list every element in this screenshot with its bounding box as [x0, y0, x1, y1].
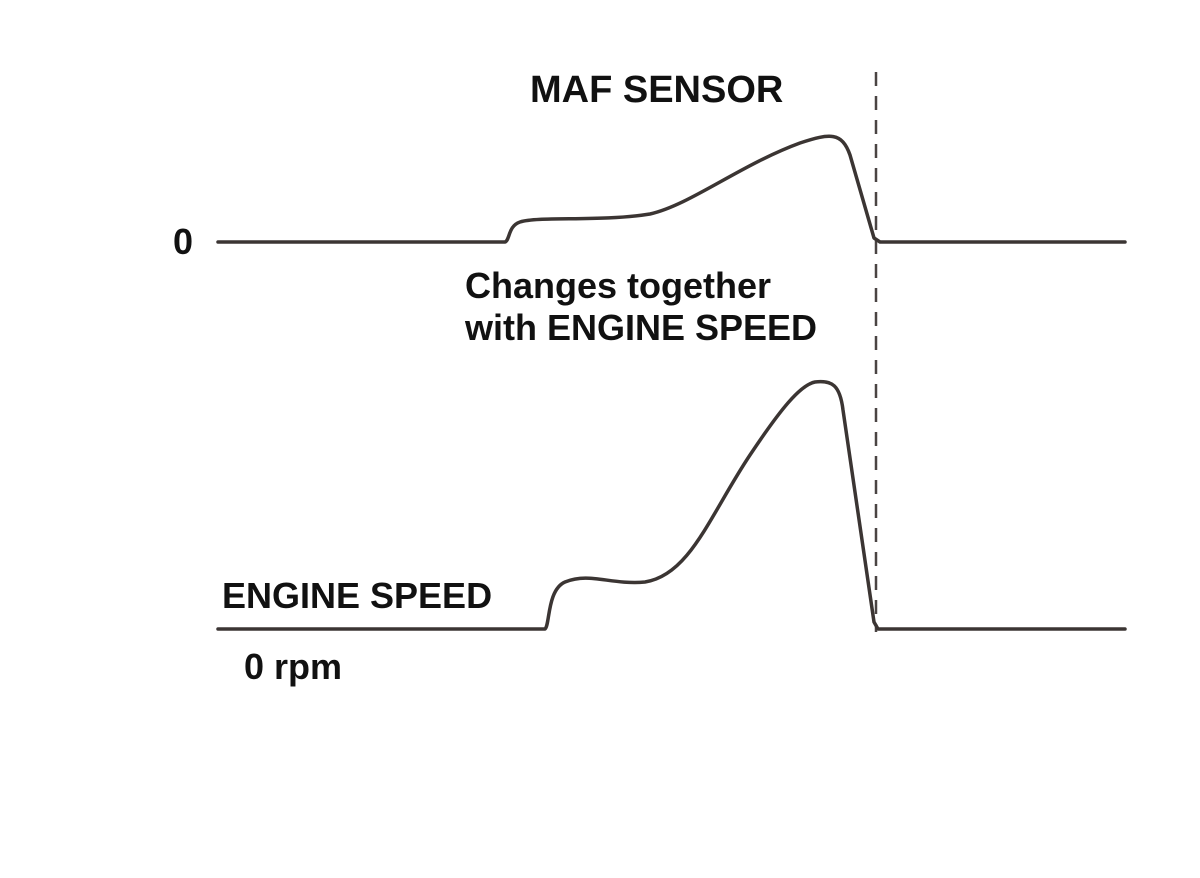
- maf-sensor-trace: [216, 134, 1127, 244]
- maf-sensor-label: MAF SENSOR: [530, 69, 783, 111]
- note-line-1: Changes together: [465, 265, 771, 306]
- engine-speed-trace: [216, 379, 1127, 631]
- engine-zero-rpm-label: 0 rpm: [244, 646, 342, 687]
- engine-speed-label: ENGINE SPEED: [222, 575, 492, 616]
- note-line-2: with ENGINE SPEED: [464, 307, 817, 348]
- maf-zero-label: 0: [173, 221, 193, 262]
